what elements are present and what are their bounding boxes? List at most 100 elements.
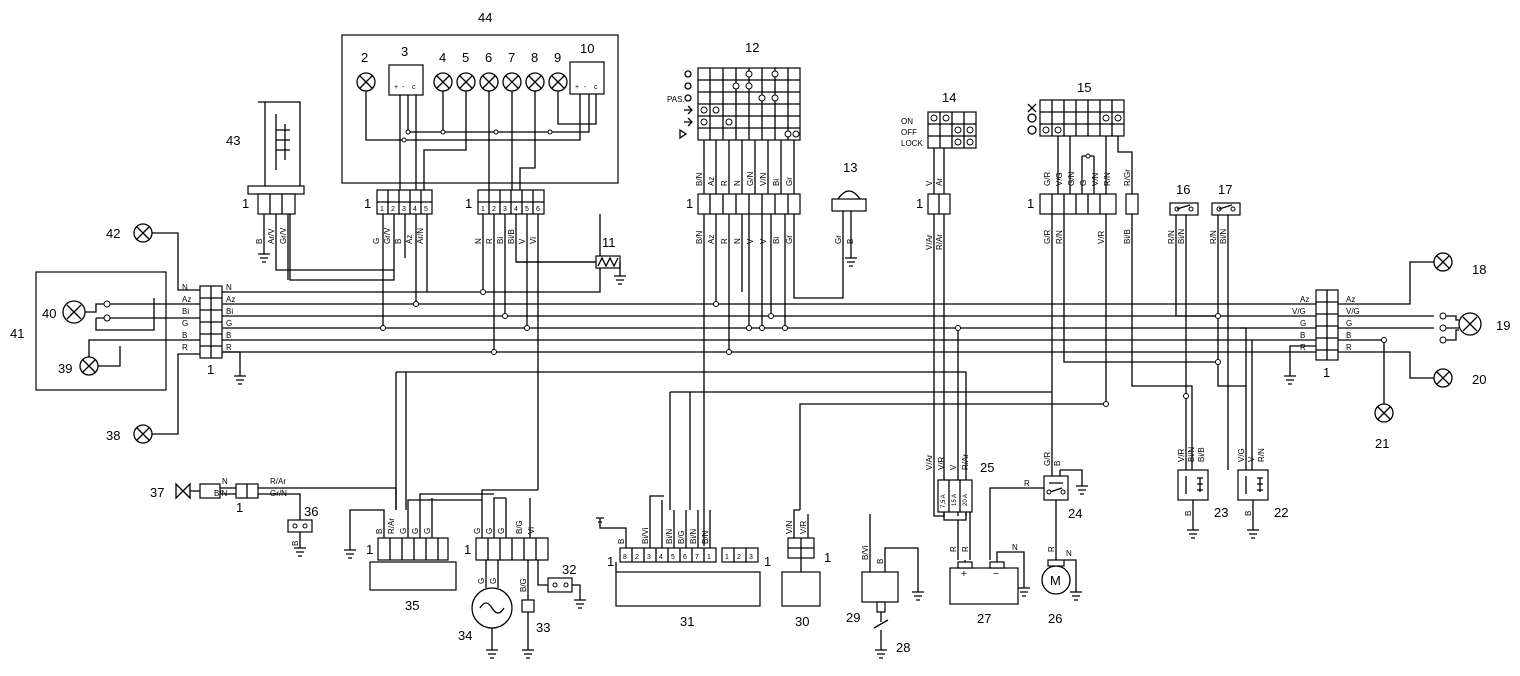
- label-30: 30: [795, 614, 809, 629]
- pin-7: 7: [695, 554, 699, 561]
- pin-2: 2: [391, 206, 395, 213]
- label-27: 27: [977, 611, 991, 626]
- wire-label: Az: [707, 235, 716, 244]
- wire-label: Az: [226, 295, 235, 304]
- wire-label: Bi/N: [1219, 229, 1228, 244]
- label-24: 24: [1068, 506, 1082, 521]
- switch-17: 17: [1211, 182, 1241, 216]
- label-14: 14: [942, 90, 956, 105]
- starter-motor-26: M 26: [1041, 559, 1082, 626]
- wire-label: N: [474, 238, 483, 244]
- label-20: 20: [1472, 372, 1486, 387]
- wire-label: R/N: [1055, 230, 1064, 244]
- label-39: 39: [58, 361, 72, 376]
- wire-label: B/G: [515, 520, 524, 534]
- pin-5: 5: [424, 206, 428, 213]
- wire-label: R: [720, 238, 729, 244]
- label-4: 4: [439, 50, 446, 65]
- pin-5: 5: [671, 554, 675, 561]
- pickup-33: 33: [521, 560, 550, 659]
- label-23: 23: [1214, 505, 1228, 520]
- pin-1: 1: [481, 206, 485, 213]
- pin-3: 3: [402, 206, 406, 213]
- wire-label: V/N: [785, 520, 794, 534]
- horn-13: 13: [793, 160, 867, 299]
- fuse-15a: 15 A: [952, 494, 958, 506]
- wire-label: R: [961, 546, 970, 552]
- bulb-18: [1433, 252, 1453, 272]
- wire-label: G/R: [1043, 452, 1052, 466]
- junction-right: 1: [1284, 261, 1447, 404]
- wire-label: B/G: [519, 578, 528, 592]
- wire-label: V/Ar: [925, 234, 934, 250]
- connector-label: 1: [1323, 365, 1330, 380]
- pin-6: 6: [536, 206, 540, 213]
- wire-label: Vi: [527, 527, 536, 534]
- wire-label: G: [485, 528, 494, 534]
- connector-label: 1: [1027, 196, 1034, 211]
- bulb-21: [1374, 403, 1394, 423]
- wire-label: B: [846, 239, 855, 244]
- wire-label: Gr: [834, 235, 843, 244]
- label-3: 3: [401, 44, 408, 59]
- wire-label: Az: [1346, 295, 1355, 304]
- wire-label: B: [617, 539, 626, 544]
- battery-minus: −: [993, 569, 999, 580]
- pos-off: OFF: [901, 128, 917, 137]
- wire-label: B: [1053, 461, 1062, 466]
- cdi-30: 30 1: [781, 509, 831, 629]
- relay-24: 24: [989, 469, 1088, 560]
- wire-label: V/R: [1177, 448, 1186, 462]
- switch-15-symbols: [1027, 103, 1037, 135]
- gauge-3-minus: -: [402, 84, 405, 91]
- label-44: 44: [478, 10, 492, 25]
- fuse-box-25: 7,5 A 15 A 20 A 25: [937, 460, 994, 560]
- wire-label: G: [477, 578, 486, 584]
- wire-label: N: [222, 477, 228, 486]
- valve-37: 37 1: [150, 482, 397, 520]
- wire-label: R: [485, 238, 494, 244]
- fuse-7-5a: 7,5 A: [941, 494, 947, 508]
- wire-label: Bi: [772, 237, 781, 244]
- wire-label: R: [949, 546, 958, 552]
- label-2: 2: [361, 50, 368, 65]
- wire-label: B: [255, 239, 264, 244]
- wire-label: V/N: [759, 172, 768, 186]
- wire-label: B: [1300, 331, 1305, 340]
- label-26: 26: [1048, 611, 1062, 626]
- switch-12: 12 PAS.: [667, 40, 801, 141]
- wire-label: N: [733, 238, 742, 244]
- gauge-10: [569, 61, 605, 95]
- label-10: 10: [580, 41, 594, 56]
- spark-plug-28: 28: [873, 612, 910, 659]
- wire-label: G: [226, 319, 232, 328]
- wire-label: B: [1184, 511, 1193, 516]
- battery-plus: +: [961, 569, 967, 580]
- label-9: 9: [554, 50, 561, 65]
- wire-label: G: [473, 528, 482, 534]
- wire-label: N: [733, 180, 742, 186]
- gauge-10-plus: +: [575, 84, 579, 91]
- wire-label: V/G: [1292, 307, 1306, 316]
- wire-label: B: [182, 331, 187, 340]
- wire-label: V/R: [1097, 230, 1106, 244]
- connector-label: 1: [465, 196, 472, 211]
- wire-label: Az: [1300, 295, 1309, 304]
- bulb-20: [1433, 368, 1453, 388]
- connector-label: 1: [236, 500, 243, 515]
- wire-label: Ar: [935, 178, 944, 186]
- pos-lock: LOCK: [901, 139, 923, 148]
- wire-label: R: [1047, 546, 1056, 552]
- label-11: 11: [602, 235, 616, 250]
- wire-label: R/Ar: [961, 454, 970, 470]
- label-28: 28: [896, 640, 910, 655]
- wire-label: G: [182, 319, 188, 328]
- connector-label: 1: [916, 196, 923, 211]
- gauge-10-c: c: [594, 84, 598, 91]
- label-31: 31: [680, 614, 694, 629]
- switch-symbols: [679, 70, 693, 140]
- wire-label: Gr/V: [383, 227, 392, 244]
- wire-label: Vi: [529, 237, 538, 244]
- wire-label: Az: [707, 177, 716, 186]
- fuel-sender-43: 43 1: [226, 101, 305, 215]
